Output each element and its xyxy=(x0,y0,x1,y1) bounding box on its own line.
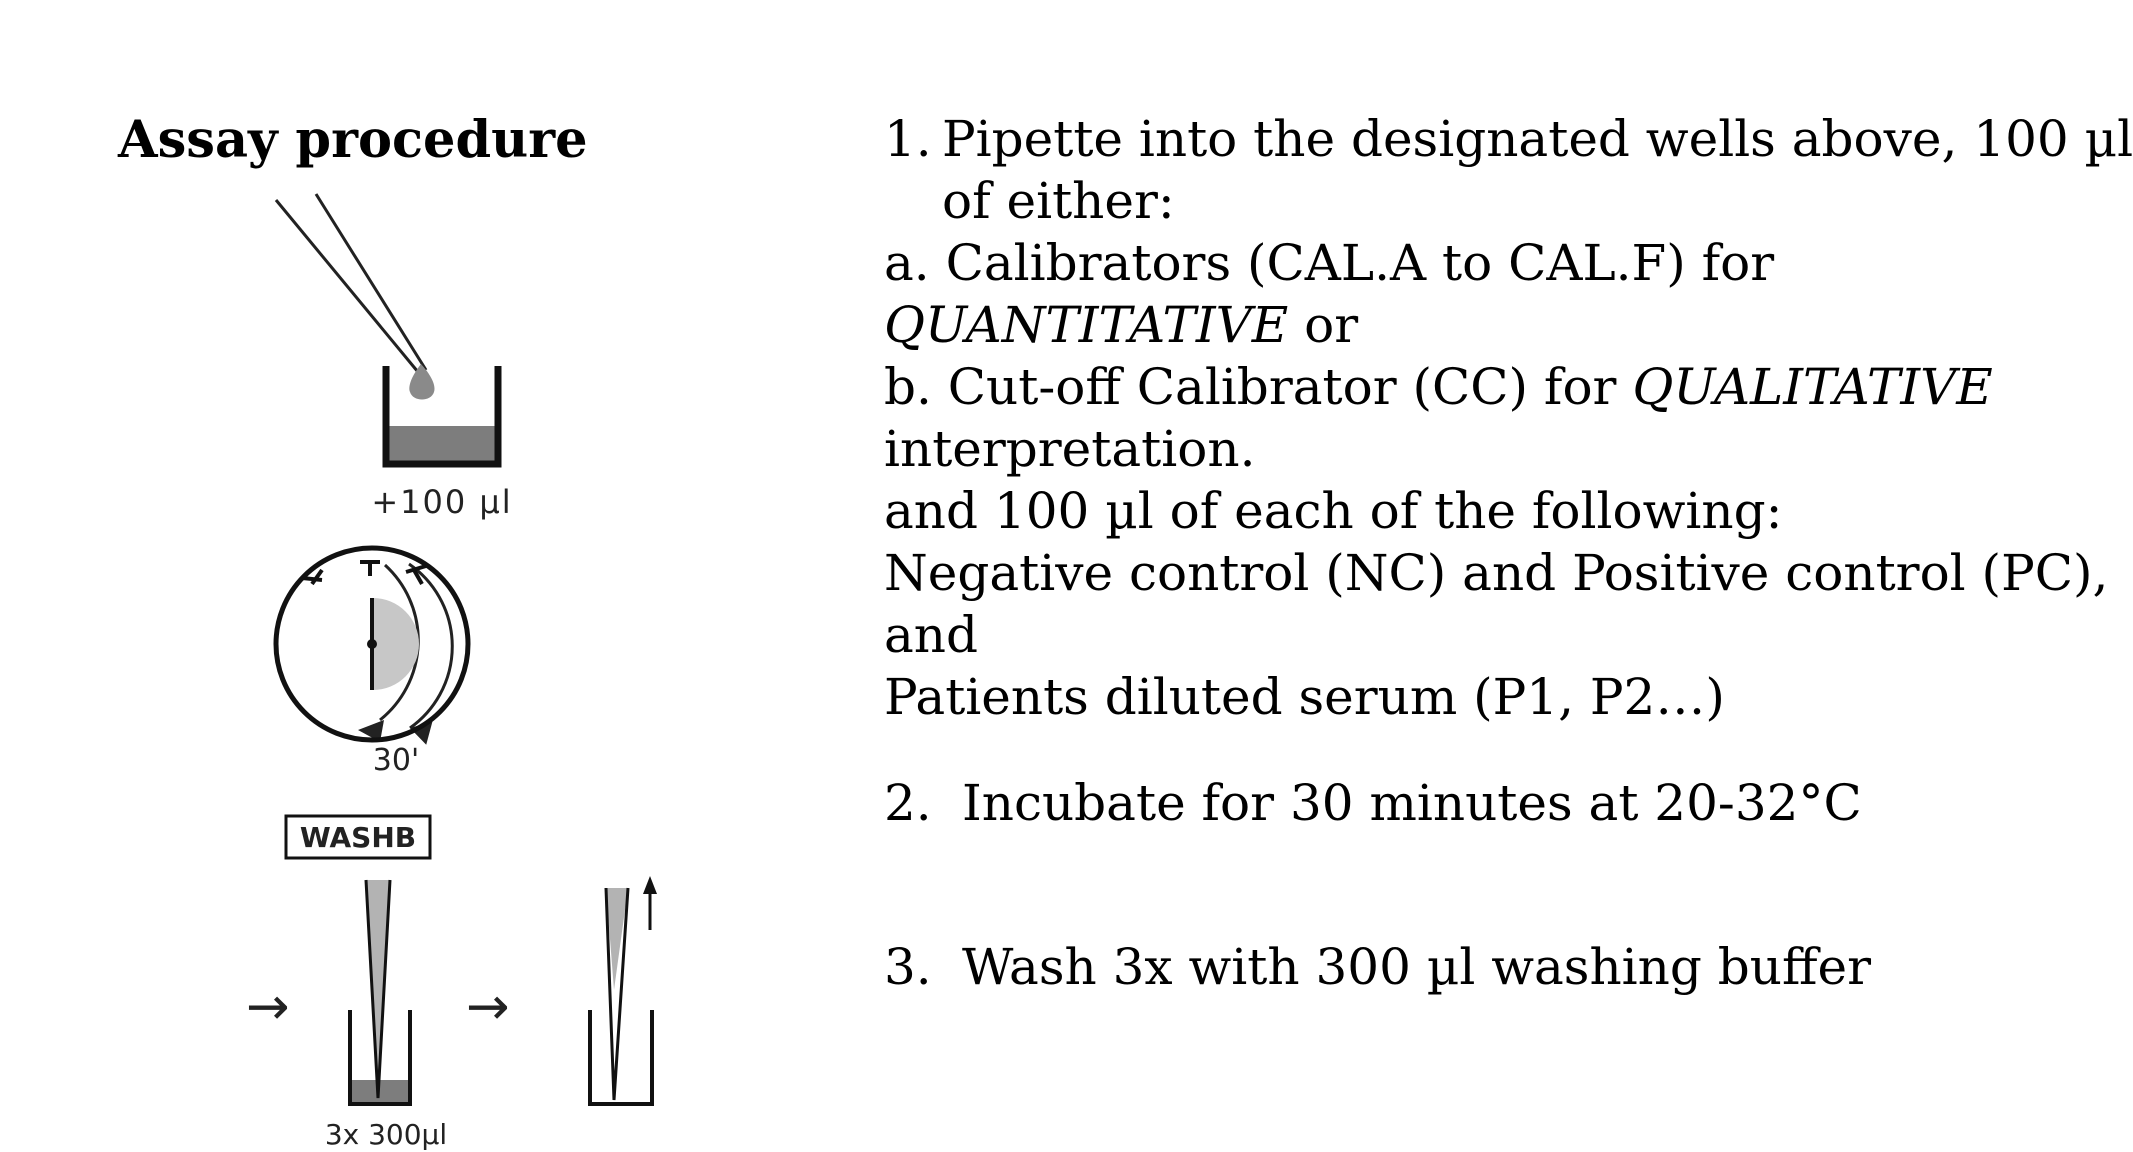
assay-diagram: +100 µl 30' WASHB → → 3x 300µl xyxy=(246,193,657,1151)
incubation-time-label: 30' xyxy=(373,743,419,778)
wash-buffer-label: WASHB xyxy=(300,821,416,854)
step-1-controls: Negative control (NC) and Positive contr… xyxy=(884,544,2109,602)
pipette-volume-label: +100 µl xyxy=(371,483,512,521)
aspirate-well-icon xyxy=(588,876,657,1106)
step-1-patients: Patients diluted serum (P1, P2…) xyxy=(884,668,1725,726)
step-1-number: 1. xyxy=(884,110,932,168)
step-1-line-1: 1. Pipette into the designated wells abo… xyxy=(884,110,2133,168)
arrow-icon: → xyxy=(466,977,510,1037)
step-1-option-a-cont: QUANTITATIVE or xyxy=(884,296,1359,354)
step-2: 2. Incubate for 30 minutes at 20-32°C xyxy=(884,774,1862,832)
step-3-number: 3. xyxy=(884,938,932,996)
page-title: Assay procedure xyxy=(118,110,588,170)
wash-volume-label: 3x 300µl xyxy=(325,1118,447,1151)
well-icon xyxy=(382,366,502,468)
procedure-steps: 1. Pipette into the designated wells abo… xyxy=(884,108,2133,998)
wash-buffer-box: WASHB xyxy=(284,814,432,860)
arrow-icon: → xyxy=(246,977,290,1037)
step-1-option-b-cont: interpretation. xyxy=(884,420,1256,478)
step-1-option-b: b. Cut-off Calibrator (CC) for QUALITATI… xyxy=(884,358,1993,416)
step-3: 3. Wash 3x with 300 µl washing buffer xyxy=(884,938,1871,996)
wash-well-icon xyxy=(348,879,412,1106)
pipette-icon xyxy=(274,193,435,400)
timer-icon xyxy=(273,545,471,745)
step-1-and: and xyxy=(884,606,979,664)
step-2-number: 2. xyxy=(884,774,932,832)
step-1-option-a: a. Calibrators (CAL.A to CAL.F) for xyxy=(884,234,1775,292)
step-1-line-2: of either: xyxy=(942,172,1175,230)
step-1-each: and 100 µl of each of the following: xyxy=(884,482,1783,540)
